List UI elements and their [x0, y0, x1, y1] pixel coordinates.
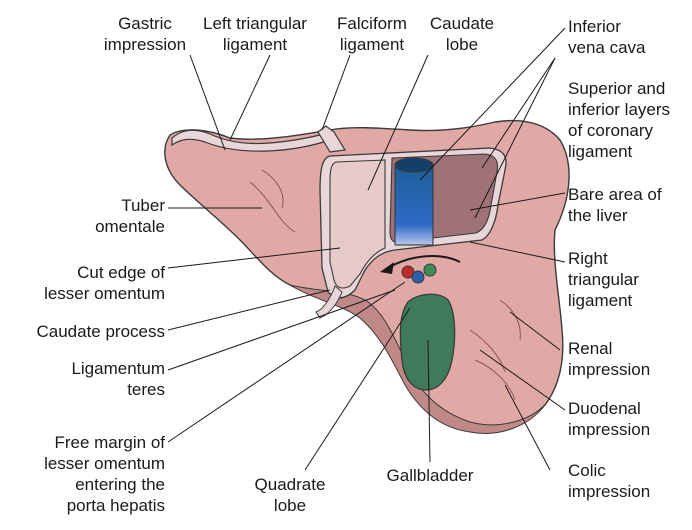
gallbladder-shape: [400, 294, 454, 390]
label-gallbladder: Gallbladder: [370, 465, 490, 486]
label-caudate-process: Caudate process: [5, 321, 165, 342]
inferior-vena-cava: [395, 165, 433, 245]
portal-vessel-green: [424, 264, 436, 276]
portal-vessel-blue: [412, 271, 424, 283]
inferior-vena-cava-top: [395, 158, 433, 172]
